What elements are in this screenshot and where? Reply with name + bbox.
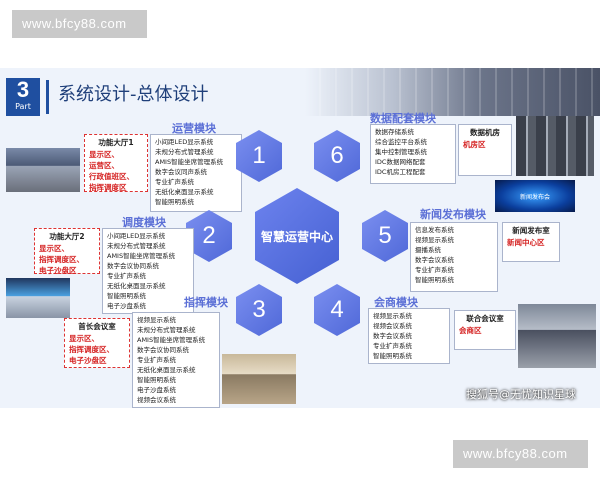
module-1-hex: 1 (236, 130, 282, 182)
center-hub: 智慧运营中心 (255, 188, 339, 284)
module-4-label: 会商模块 (374, 296, 418, 309)
module-5-label: 新闻发布模块 (420, 208, 486, 221)
system-item: 无纸化桌面显示系统 (107, 282, 166, 290)
module-3-label: 指挥模块 (184, 296, 228, 309)
system-item: 未规分布式管理系统 (107, 242, 166, 250)
system-item: 专业扩声系统 (107, 272, 146, 280)
system-item: 无纸化桌面显示系统 (155, 188, 214, 196)
joint-meeting-box: 联合会议室 会商区 (454, 310, 516, 350)
module-1-label: 运营模块 (172, 122, 216, 135)
system-item: 数字会议系统 (373, 332, 412, 340)
system-item: 数据存储系统 (375, 128, 414, 136)
system-item: 电子沙盘系统 (107, 302, 146, 310)
module-5-hex: 5 (362, 210, 408, 262)
hall-title: 功能大厅2 (49, 232, 85, 241)
hall-area: 显示区、 (69, 334, 99, 343)
system-item: 专业扩声系统 (415, 266, 454, 274)
module-5-systems: 信息发布系统 视频显示系统 摄播系统 数字会议系统 专业扩声系统 智能照明系统 (410, 222, 498, 292)
hall-area: 指挥调度区、 (39, 255, 84, 264)
system-item: 智能照明系统 (137, 376, 176, 384)
hall-title: 联合会议室 (466, 314, 504, 323)
system-item: 智能照明系统 (373, 352, 412, 360)
system-item: 数字会议协同系统 (107, 262, 159, 270)
hall-area: 会商区 (459, 326, 482, 335)
module-4-systems: 视频显示系统 视频会议系统 数字会议系统 专业扩声系统 智能照明系统 (368, 308, 450, 364)
hall2-box: 功能大厅2 显示区、 指挥调度区、 电子沙盘区 (34, 228, 100, 275)
module-3-systems: 视频显示系统 未规分布式管理系统 AMIS智能坐席管理系统 数字会议协同系统 专… (132, 312, 220, 408)
hall3-box: 首长会议室 显示区、 指挥调度区、 电子沙盘区 (64, 318, 130, 368)
system-item: 智能照明系统 (415, 276, 454, 284)
system-item: IDC机房工程配套 (375, 168, 426, 176)
watermark-bottom: www.bfcy88.com (453, 440, 588, 468)
system-item: 未规分布式管理系统 (155, 148, 214, 156)
hall-area: 指挥调度区 (89, 183, 127, 192)
system-item: AMIS智能坐席管理系统 (137, 336, 206, 344)
command-room-photo (222, 354, 296, 404)
system-item: AMIS智能坐席管理系统 (155, 158, 224, 166)
system-item: 未规分布式管理系统 (137, 326, 196, 334)
hall-area: 新闻中心区 (507, 238, 545, 247)
module-2-systems: 小间距LED显示系统 未规分布式管理系统 AMIS智能坐席管理系统 数字会议协同… (102, 228, 194, 314)
hall-title: 功能大厅1 (98, 138, 134, 147)
hall1-box: 功能大厅1 显示区、 运营区、 行政值班区、 指挥调度区 (84, 134, 148, 192)
module-2-label: 调度模块 (122, 216, 166, 229)
part-badge: 3 Part (6, 78, 40, 116)
module-6-systems: 数据存储系统 综合监控平台系统 集中控制管理系统 IDC数据网络配套 IDC机房… (370, 124, 456, 184)
part-label: Part (15, 102, 31, 111)
system-item: 综合监控平台系统 (375, 138, 427, 146)
hall-area: 显示区、 (89, 150, 119, 159)
hall-area: 电子沙盘区 (69, 356, 107, 365)
hall-area: 指挥调度区、 (69, 345, 114, 354)
system-item: 信息发布系统 (415, 226, 454, 234)
slide: 3 Part 系统设计-总体设计 功能大厅1 显示区、 运营区、 行政值班区、 … (0, 68, 600, 408)
hall-title: 数据机房 (470, 128, 500, 137)
system-item: AMIS智能坐席管理系统 (107, 252, 176, 260)
system-item: 智能照明系统 (107, 292, 146, 300)
hall2-photo (6, 278, 70, 318)
watermark-top: www.bfcy88.com (12, 10, 147, 38)
hall-title: 新闻发布室 (512, 226, 550, 235)
module-3-hex: 3 (236, 284, 282, 336)
system-item: 无纸化桌面显示系统 (137, 366, 196, 374)
hall-area: 电子沙盘区 (39, 266, 77, 275)
hall-area: 运营区、 (89, 161, 119, 170)
hall1-photo (6, 148, 80, 192)
hall-area: 机房区 (463, 140, 486, 149)
part-number: 3 (16, 77, 30, 102)
module-6-label: 数据配套模块 (370, 112, 436, 125)
datacenter-photo (516, 116, 594, 176)
meeting-room-photo (518, 304, 596, 368)
hall-area: 显示区、 (39, 244, 69, 253)
header-datacenter-photo (305, 68, 600, 116)
system-item: 数字会议协同系统 (137, 346, 189, 354)
module-4-hex: 4 (314, 284, 360, 336)
module-6-hex: 6 (314, 130, 360, 182)
module-1-systems: 小间距LED显示系统 未规分布式管理系统 AMIS智能坐席管理系统 数字会议同声… (150, 134, 242, 212)
hall-area: 行政值班区、 (89, 172, 134, 181)
slide-title: 系统设计-总体设计 (58, 84, 209, 105)
newsroom-box: 新闻发布室 新闻中心区 (502, 222, 560, 262)
news-screen-photo: 新闻发布会 (495, 180, 575, 212)
system-item: 视频会议系统 (373, 322, 412, 330)
hall-title: 首长会议室 (78, 322, 116, 331)
system-item: 视频会议系统 (137, 396, 176, 404)
system-item: 小间距LED显示系统 (155, 138, 214, 146)
system-item: 视频显示系统 (373, 312, 412, 320)
system-item: 专业扩声系统 (137, 356, 176, 364)
system-item: 小间距LED显示系统 (107, 232, 166, 240)
source-caption: 搜狐号@无忧知识星球 (466, 388, 576, 401)
system-item: 集中控制管理系统 (375, 148, 427, 156)
system-item: 视频显示系统 (137, 316, 176, 324)
system-item: 摄播系统 (415, 246, 441, 254)
system-item: IDC数据网络配套 (375, 158, 426, 166)
system-item: 专业扩声系统 (155, 178, 194, 186)
system-item: 电子沙盘系统 (137, 386, 176, 394)
title-divider (46, 80, 49, 114)
system-item: 数字会议同声系统 (155, 168, 207, 176)
datacenter-box: 数据机房 机房区 (458, 124, 512, 176)
system-item: 专业扩声系统 (373, 342, 412, 350)
system-item: 视频显示系统 (415, 236, 454, 244)
system-item: 智能照明系统 (155, 198, 194, 206)
system-item: 数字会议系统 (415, 256, 454, 264)
